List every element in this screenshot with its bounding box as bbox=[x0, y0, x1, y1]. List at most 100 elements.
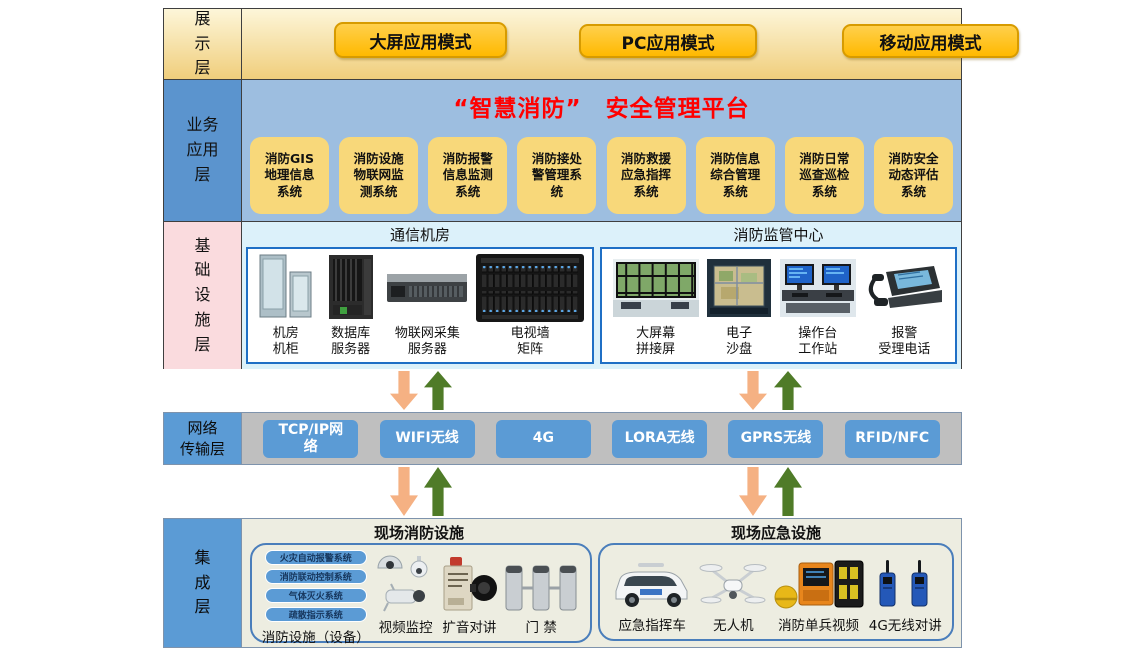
business-layer-content: “智慧消防” 安全管理平台 消防GIS 地理信息 系统 消防设施 物联网监 测系… bbox=[242, 80, 961, 221]
subsystem-linkage-control[interactable]: 消防联动控制系统 bbox=[264, 569, 367, 584]
server-cabinet-icon bbox=[255, 251, 317, 326]
alarm-phone-icon bbox=[864, 251, 944, 326]
down-arrow-icon bbox=[390, 467, 418, 516]
channel-wifi[interactable]: WIFI无线 bbox=[379, 419, 475, 458]
platform-title: “智慧消防” 安全管理平台 bbox=[453, 96, 750, 122]
channel-gprs[interactable]: GPRS无线 bbox=[728, 419, 824, 458]
network-layer-label: 网络 传输层 bbox=[164, 413, 242, 464]
infrastructure-layer-label: 基 础 设 施 层 bbox=[164, 222, 242, 369]
device-sand-table: 电子 沙盘 bbox=[707, 251, 772, 360]
channel-rfid-nfc[interactable]: RFID/NFC bbox=[844, 419, 940, 458]
supervision-center-box: 大屏幕 拼接屏 电子 沙盘 操作台 工作站 bbox=[600, 247, 957, 364]
device-label: 操作台 工作站 bbox=[798, 325, 838, 358]
device-label: 电子 沙盘 bbox=[726, 325, 753, 358]
integration-layer-content: 现场消防设施 现场应急设施 火灾自动报警系统 消防联动控制系统 气体灭火系统 疏… bbox=[242, 519, 961, 647]
pc-mode-button[interactable]: PC应用模式 bbox=[579, 24, 757, 58]
comm-room-title: 通信机房 bbox=[389, 226, 450, 244]
network-layer-content: TCP/IP网 络 WIFI无线 4G LORA无线 GPRS无线 RFID/N… bbox=[242, 413, 961, 464]
system-box-assessment[interactable]: 消防安全 动态评估 系统 bbox=[873, 137, 953, 214]
device-command-vehicle: 应急指挥车 bbox=[610, 550, 694, 636]
system-box-iot-monitor[interactable]: 消防设施 物联网监 测系统 bbox=[339, 137, 419, 214]
device-database-server: 数据库 服务器 bbox=[322, 251, 380, 360]
infrastructure-layer-row: 基 础 设 施 层 通信机房 消防监管中心 机房 机柜 bbox=[164, 222, 961, 369]
subsystem-auto-alarm[interactable]: 火灾自动报警系统 bbox=[264, 550, 367, 565]
device-workstation: 操作台 工作站 bbox=[779, 251, 856, 360]
bigscreen-mode-button[interactable]: 大屏应用模式 bbox=[334, 22, 507, 58]
device-drone: 无人机 bbox=[698, 550, 768, 636]
up-arrow-icon bbox=[424, 371, 452, 410]
system-box-gis[interactable]: 消防GIS 地理信息 系统 bbox=[250, 137, 329, 214]
onsite-fire-box: 火灾自动报警系统 消防联动控制系统 气体灭火系统 疏散指示系统 消防设施（设备）… bbox=[250, 543, 592, 646]
network-layer-row: 网络 传输层 TCP/IP网 络 WIFI无线 4G LORA无线 GPRS无线… bbox=[163, 412, 962, 465]
presentation-layer-content: 大屏应用模式 PC应用模式 移动应用模式 bbox=[242, 9, 1019, 79]
onsite-emergency-title: 现场应急设施 bbox=[730, 524, 821, 542]
device-label: 门 禁 bbox=[525, 619, 557, 636]
device-label: 无人机 bbox=[713, 617, 754, 634]
integration-layer-label: 集 成 层 bbox=[164, 519, 242, 647]
top-layers-block: 展 示 层 大屏应用模式 PC应用模式 移动应用模式 业务 应用 层 “智慧消防… bbox=[163, 8, 1019, 369]
device-portable-kit: 消防单兵视频 bbox=[773, 550, 865, 636]
system-box-inspection[interactable]: 消防日常 巡查巡检 系统 bbox=[784, 137, 864, 214]
video-wall-icon bbox=[612, 251, 699, 326]
device-intercom: 扩音对讲 bbox=[440, 550, 498, 638]
system-box-alarm-monitor[interactable]: 消防报警 信息监测 系统 bbox=[428, 137, 508, 214]
up-arrow-icon bbox=[774, 467, 802, 516]
up-arrow-icon bbox=[774, 371, 802, 410]
subsystem-evacuation[interactable]: 疏散指示系统 bbox=[264, 607, 367, 622]
sand-table-icon bbox=[707, 251, 772, 326]
database-server-icon bbox=[322, 251, 380, 326]
fire-equipment-label: 消防设施（设备） bbox=[261, 630, 370, 646]
mobile-mode-button[interactable]: 移动应用模式 bbox=[842, 24, 1019, 58]
channel-tcpip[interactable]: TCP/IP网 络 bbox=[263, 419, 359, 458]
pa-intercom-icon bbox=[440, 550, 498, 620]
presentation-layer-row: 展 示 层 大屏应用模式 PC应用模式 移动应用模式 bbox=[164, 9, 1019, 80]
supervision-center-title: 消防监管中心 bbox=[733, 226, 824, 244]
integration-layer-row: 集 成 层 现场消防设施 现场应急设施 火灾自动报警系统 消防联动控制系统 气体… bbox=[163, 518, 962, 648]
device-turnstile: 门 禁 bbox=[501, 550, 581, 638]
comm-room-box: 机房 机柜 数据库 服务器 物联网采集 服务器 bbox=[246, 247, 594, 364]
device-label: 扩音对讲 bbox=[442, 619, 497, 636]
business-layer-row: 业务 应用 层 “智慧消防” 安全管理平台 消防GIS 地理信息 系统 消防设施… bbox=[164, 80, 961, 222]
down-arrow-icon bbox=[739, 467, 767, 516]
handheld-radio-icon bbox=[872, 550, 938, 618]
tv-wall-matrix-icon bbox=[475, 251, 585, 326]
device-tv-matrix: 电视墙 矩阵 bbox=[475, 251, 585, 360]
system-box-info-mgmt[interactable]: 消防信息 综合管理 系统 bbox=[695, 137, 775, 214]
device-label: 消防单兵视频 bbox=[778, 617, 860, 634]
down-arrow-icon bbox=[390, 371, 418, 410]
down-arrow-icon bbox=[739, 371, 767, 410]
fire-subsystems-column: 火灾自动报警系统 消防联动控制系统 气体灭火系统 疏散指示系统 消防设施（设备） bbox=[261, 550, 371, 646]
infrastructure-layer-content: 通信机房 消防监管中心 机房 机柜 数据库 服务器 bbox=[242, 222, 961, 369]
iot-server-icon bbox=[384, 251, 470, 326]
device-label: 大屏幕 拼接屏 bbox=[636, 325, 676, 358]
device-label: 报警 受理电话 bbox=[878, 325, 931, 358]
cctv-cameras-icon bbox=[374, 550, 438, 620]
channel-4g[interactable]: 4G bbox=[495, 419, 591, 458]
device-alarm-phone: 报警 受理电话 bbox=[864, 251, 944, 360]
device-label: 4G无线对讲 bbox=[868, 617, 942, 634]
presentation-layer-label: 展 示 层 bbox=[164, 9, 242, 79]
device-label: 应急指挥车 bbox=[618, 617, 686, 634]
workstation-icon bbox=[779, 251, 856, 326]
business-layer-label: 业务 应用 层 bbox=[164, 80, 242, 221]
system-box-rescue-command[interactable]: 消防救援 应急指挥 系统 bbox=[606, 137, 686, 214]
command-vehicle-icon bbox=[610, 550, 694, 618]
device-label: 视频监控 bbox=[378, 619, 433, 636]
device-video-wall: 大屏幕 拼接屏 bbox=[612, 251, 699, 360]
device-label: 物联网采集 服务器 bbox=[394, 325, 460, 358]
up-arrow-icon bbox=[424, 467, 452, 516]
turnstile-gate-icon bbox=[501, 550, 581, 620]
device-rack-cabinet: 机房 机柜 bbox=[255, 251, 317, 360]
channel-lora[interactable]: LORA无线 bbox=[612, 419, 708, 458]
device-label: 数据库 服务器 bbox=[331, 325, 371, 358]
device-radios: 4G无线对讲 bbox=[869, 550, 942, 636]
drone-icon bbox=[698, 550, 768, 618]
subsystem-gas-extinguish[interactable]: 气体灭火系统 bbox=[264, 588, 367, 603]
device-label: 机房 机柜 bbox=[272, 325, 299, 358]
onsite-fire-title: 现场消防设施 bbox=[373, 524, 464, 542]
portable-video-kit-icon bbox=[773, 550, 865, 618]
system-box-dispatch[interactable]: 消防接处 警管理系 统 bbox=[517, 137, 597, 214]
system-boxes-row: 消防GIS 地理信息 系统 消防设施 物联网监 测系统 消防报警 信息监测 系统… bbox=[250, 137, 953, 214]
onsite-emergency-box: 应急指挥车 无人机 消防单兵视频 bbox=[598, 543, 954, 641]
